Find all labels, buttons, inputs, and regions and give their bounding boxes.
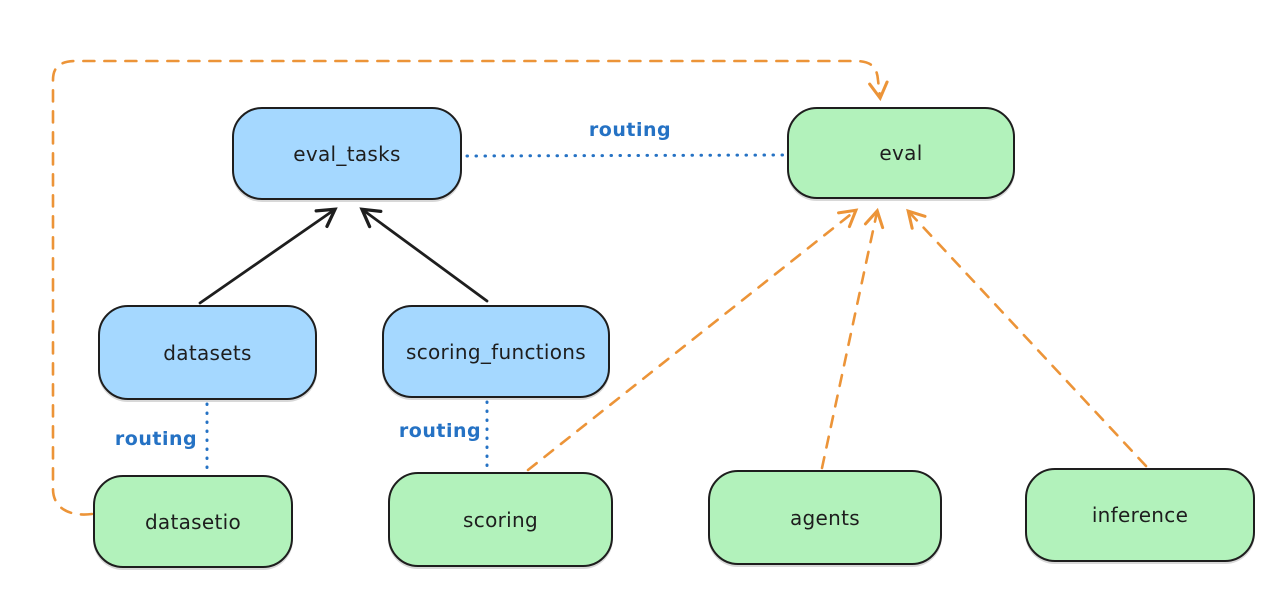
node-inference: inference [1025,468,1255,562]
edge-datasetio-to-eval [51,59,889,516]
node-scoring: scoring [388,472,613,567]
node-scoring-functions: scoring_functions [382,305,610,398]
node-eval: eval [787,107,1015,199]
edge-datasets-to-eval-tasks [198,207,338,305]
routing-label-scoring-functions-scoring: routing [398,420,482,442]
node-datasets: datasets [98,305,317,400]
edge-agents-to-eval [820,207,885,470]
node-datasetio-label: datasetio [144,509,242,534]
node-scoring-label: scoring [463,507,538,532]
edge-scoring-to-eval [526,208,859,472]
node-eval-label: eval [879,141,923,165]
node-eval-tasks-label: eval_tasks [293,141,401,166]
node-datasets-label: datasets [163,340,252,365]
node-inference-label: inference [1091,503,1189,527]
edge-eval-tasks-to-eval-routing [465,153,785,158]
node-scoring-functions-label: scoring_functions [405,339,587,364]
edge-scoring-functions-to-eval-tasks [359,207,489,303]
node-agents-label: agents [790,505,860,530]
node-agents: agents [708,470,942,565]
node-datasetio: datasetio [93,475,293,568]
node-eval-tasks: eval_tasks [232,107,462,200]
routing-label-eval-tasks-eval: routing [588,119,672,141]
edge-inference-to-eval [906,208,1148,468]
routing-label-datasets-datasetio: routing [114,428,198,450]
